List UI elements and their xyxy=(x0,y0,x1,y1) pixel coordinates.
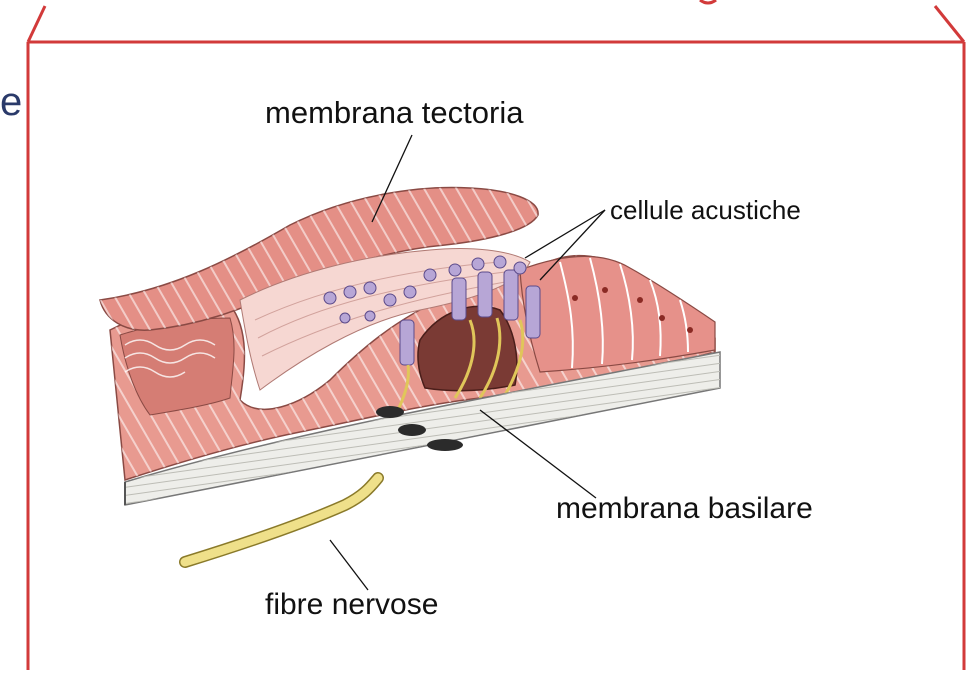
outer-hair-cell-4 xyxy=(526,286,540,338)
inner-hair-cell xyxy=(400,320,414,365)
outer-hair-cell-3 xyxy=(504,270,518,320)
label-tectorial-membrane: membrana tectoria xyxy=(265,95,523,131)
label-nerve-fibers: fibre nervose xyxy=(265,588,438,622)
leader-fibre xyxy=(330,540,368,590)
frame-top-right-edge xyxy=(935,6,964,42)
label-acoustic-cells: cellule acustiche xyxy=(610,195,801,226)
frame-top-left-edge xyxy=(28,6,45,42)
frame-top-mark xyxy=(700,0,716,3)
label-basilar-membrane: membrana basilare xyxy=(556,492,813,526)
outer-supporting-cells xyxy=(520,256,715,372)
outer-hair-cell-1 xyxy=(452,278,466,320)
outer-hair-cell-2 xyxy=(478,272,492,317)
cropped-edge-glyph: e xyxy=(0,80,22,125)
